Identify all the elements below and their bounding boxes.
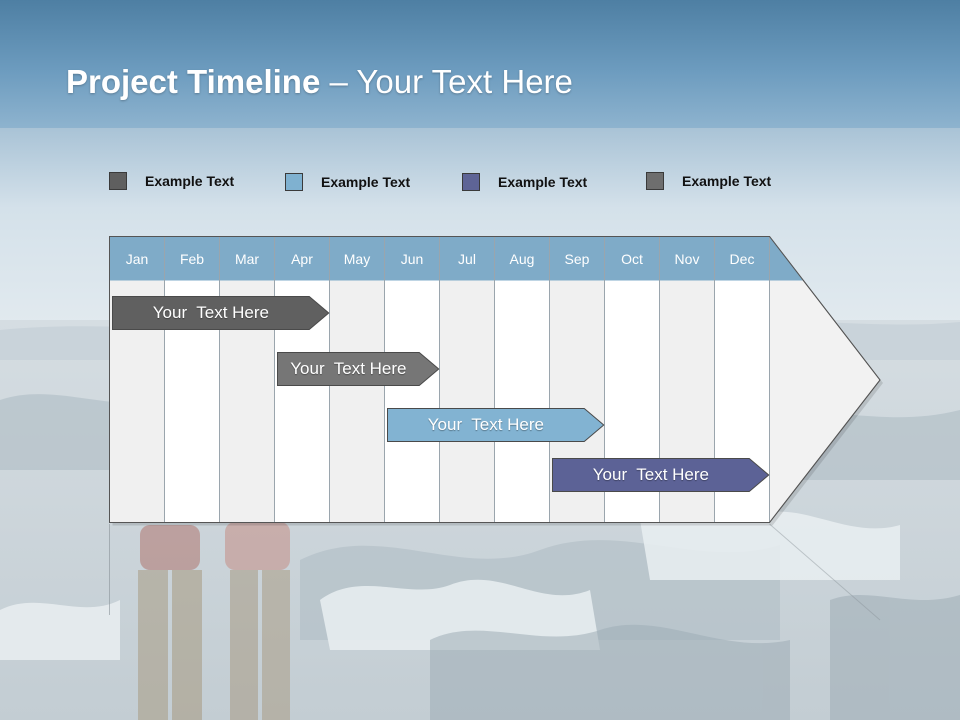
month-label-jun: Jun [400, 251, 424, 267]
month-label-feb: Feb [179, 251, 205, 267]
month-label-jan: Jan [125, 251, 149, 267]
month-label-apr: Apr [291, 251, 313, 267]
legend-swatch [109, 172, 127, 190]
month-column [494, 280, 550, 523]
task-label: Your Text Here [427, 415, 544, 434]
task-label: Your Text Here [592, 465, 709, 484]
task-arrow: Your Text Here [387, 408, 605, 442]
month-label-sep: Sep [564, 251, 590, 267]
month-column [329, 280, 385, 523]
legend-swatch [646, 172, 664, 190]
legend-label: Example Text [321, 174, 411, 190]
task-arrow: Your Text Here [112, 296, 330, 330]
legend-label: Example Text [145, 173, 235, 189]
task-arrow-path [112, 296, 330, 330]
task-arrow-path [552, 458, 770, 492]
month-label-may: May [343, 251, 371, 267]
legend-item: Example Text [109, 170, 234, 192]
task-arrow: Your Text Here [552, 458, 770, 492]
title-bold: Project Timeline [66, 63, 321, 100]
month-column [439, 280, 495, 523]
task-label: Your Text Here [152, 303, 269, 322]
legend-label: Example Text [682, 173, 772, 189]
month-label-mar: Mar [234, 251, 260, 267]
month-label-jul: Jul [458, 251, 476, 267]
legend-item: Example Text [285, 171, 410, 193]
legend-swatch [285, 173, 303, 191]
month-label-dec: Dec [729, 251, 755, 267]
task-arrow-shape [112, 296, 330, 330]
legend-item: Example Text [646, 170, 771, 192]
task-arrow-shape [552, 458, 770, 492]
legend-label: Example Text [498, 174, 588, 190]
month-column [384, 280, 440, 523]
task-arrow-path [387, 408, 605, 442]
task-arrow-shape [387, 408, 605, 442]
legend-swatch [462, 173, 480, 191]
task-arrow-path [277, 352, 440, 386]
legend-item: Example Text [462, 171, 587, 193]
month-label-nov: Nov [674, 251, 700, 267]
month-label-oct: Oct [621, 251, 643, 267]
title-rest: – Your Text Here [320, 63, 573, 100]
task-label: Your Text Here [290, 359, 407, 378]
timeline-outline [109, 236, 881, 523]
page-title: Project Timeline – Your Text Here [66, 58, 573, 106]
task-arrow: Your Text Here [277, 352, 440, 386]
task-arrow-shape [277, 352, 440, 386]
month-label-aug: Aug [509, 251, 535, 267]
